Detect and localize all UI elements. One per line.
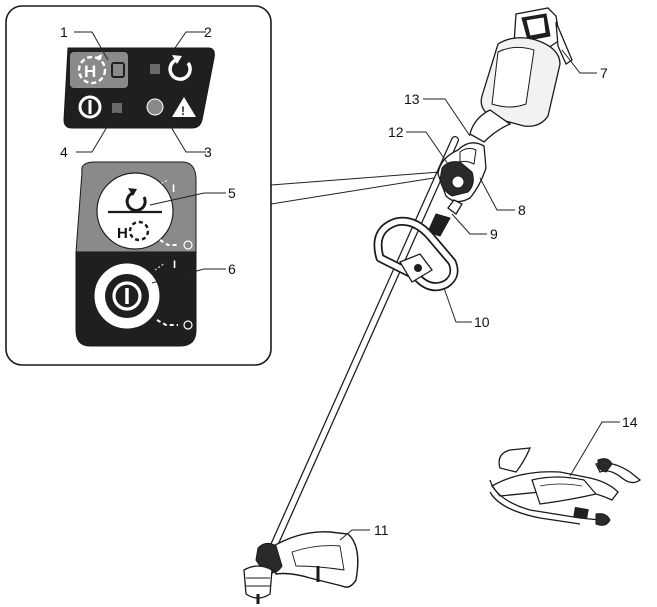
inset-projection-line-bottom bbox=[271, 177, 440, 204]
callout-4: 4 bbox=[60, 144, 68, 160]
callout-9: 9 bbox=[490, 226, 498, 242]
warning-mark: ! bbox=[181, 104, 185, 118]
power-led-icon bbox=[112, 103, 122, 113]
power-on-mark: I bbox=[173, 259, 176, 271]
mode-high-letter: H bbox=[117, 225, 128, 242]
rotation-led-icon bbox=[150, 64, 160, 74]
callout-12: 12 bbox=[388, 124, 404, 140]
callout-7: 7 bbox=[600, 65, 608, 81]
harness-hook bbox=[596, 514, 610, 526]
callout-11: 11 bbox=[374, 522, 389, 538]
callout-10: 10 bbox=[474, 314, 490, 330]
shaft bbox=[272, 140, 455, 550]
callout-5: 5 bbox=[228, 185, 236, 201]
lock-off-lever bbox=[460, 148, 476, 164]
callout-2: 2 bbox=[204, 24, 212, 40]
shoulder-harness bbox=[490, 448, 640, 525]
mode-on-mark: I bbox=[172, 183, 175, 195]
high-speed-letter: H bbox=[84, 62, 96, 81]
callout-6: 6 bbox=[228, 261, 236, 277]
callout-8: 8 bbox=[518, 202, 526, 218]
callout-3: 3 bbox=[204, 144, 212, 160]
warning-led-icon bbox=[147, 99, 163, 115]
inset-projection-line-top bbox=[271, 172, 440, 185]
callout-13: 13 bbox=[404, 91, 420, 107]
switch-button bbox=[452, 176, 464, 188]
callout-1: 1 bbox=[60, 24, 68, 40]
callout-14: 14 bbox=[622, 414, 638, 430]
cutting-head bbox=[244, 566, 272, 598]
